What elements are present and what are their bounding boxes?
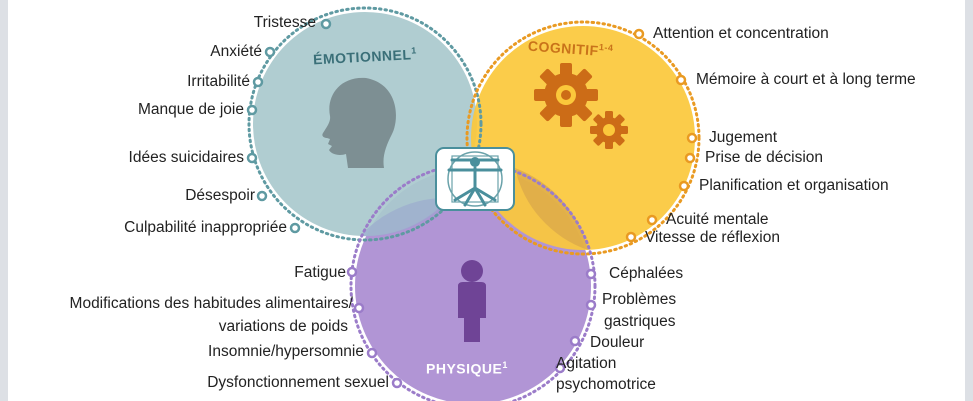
label-irritabilite: Irritabilité xyxy=(187,73,250,90)
overlap-cognitive-physical xyxy=(515,168,588,250)
label-modifications-line1: Modifications des habitudes alimentaires… xyxy=(69,295,353,312)
label-problemes-line1: Problèmes xyxy=(602,291,677,308)
label-insomnie: Insomnie/hypersomnie xyxy=(208,343,364,360)
label-acuite-mentale: Acuité mentale xyxy=(666,211,769,228)
cognitive-label-dots xyxy=(625,28,698,243)
vitruvian-man-icon xyxy=(435,147,515,211)
label-tristesse: Tristesse xyxy=(253,14,316,31)
label-desespoir: Désespoir xyxy=(185,187,255,204)
label-manque-de-joie: Manque de joie xyxy=(138,101,244,118)
label-idees-suicidaires: Idées suicidaires xyxy=(128,149,244,166)
label-dysfonctionnement: Dysfonctionnement sexuel xyxy=(207,374,389,391)
gears-icon xyxy=(534,63,628,149)
label-agitation-line2: psychomotrice xyxy=(556,376,656,393)
emotional-label-dots xyxy=(246,18,332,234)
label-modifications-line2: variations de poids xyxy=(218,318,348,335)
label-fatigue: Fatigue xyxy=(294,264,346,281)
label-culpabilite: Culpabilité inappropriée xyxy=(124,219,287,236)
label-anxiete: Anxiété xyxy=(210,43,262,60)
cognitive-circle xyxy=(471,26,695,250)
emotional-ring xyxy=(247,6,483,242)
person-icon xyxy=(458,260,486,342)
cognitive-ring xyxy=(465,20,701,256)
label-jugement: Jugement xyxy=(709,129,778,146)
label-problemes-line2: gastriques xyxy=(604,313,676,330)
label-memoire: Mémoire à court et à long terme xyxy=(696,71,916,88)
physical-label-dots xyxy=(346,266,597,389)
overlap-emotional-physical xyxy=(360,170,470,237)
label-attention: Attention et concentration xyxy=(653,25,829,42)
physical-title: PHYSIQUE1 xyxy=(426,360,508,377)
label-douleur: Douleur xyxy=(590,334,645,351)
head-profile-icon xyxy=(322,77,396,168)
label-planification: Planification et organisation xyxy=(699,177,889,194)
label-vitesse-de-reflexion: Vitesse de réflexion xyxy=(645,229,780,246)
label-prise-de-decision: Prise de décision xyxy=(705,149,824,166)
label-agitation-line1: Agitation xyxy=(556,355,617,372)
label-cephalees: Céphalées xyxy=(609,265,684,282)
